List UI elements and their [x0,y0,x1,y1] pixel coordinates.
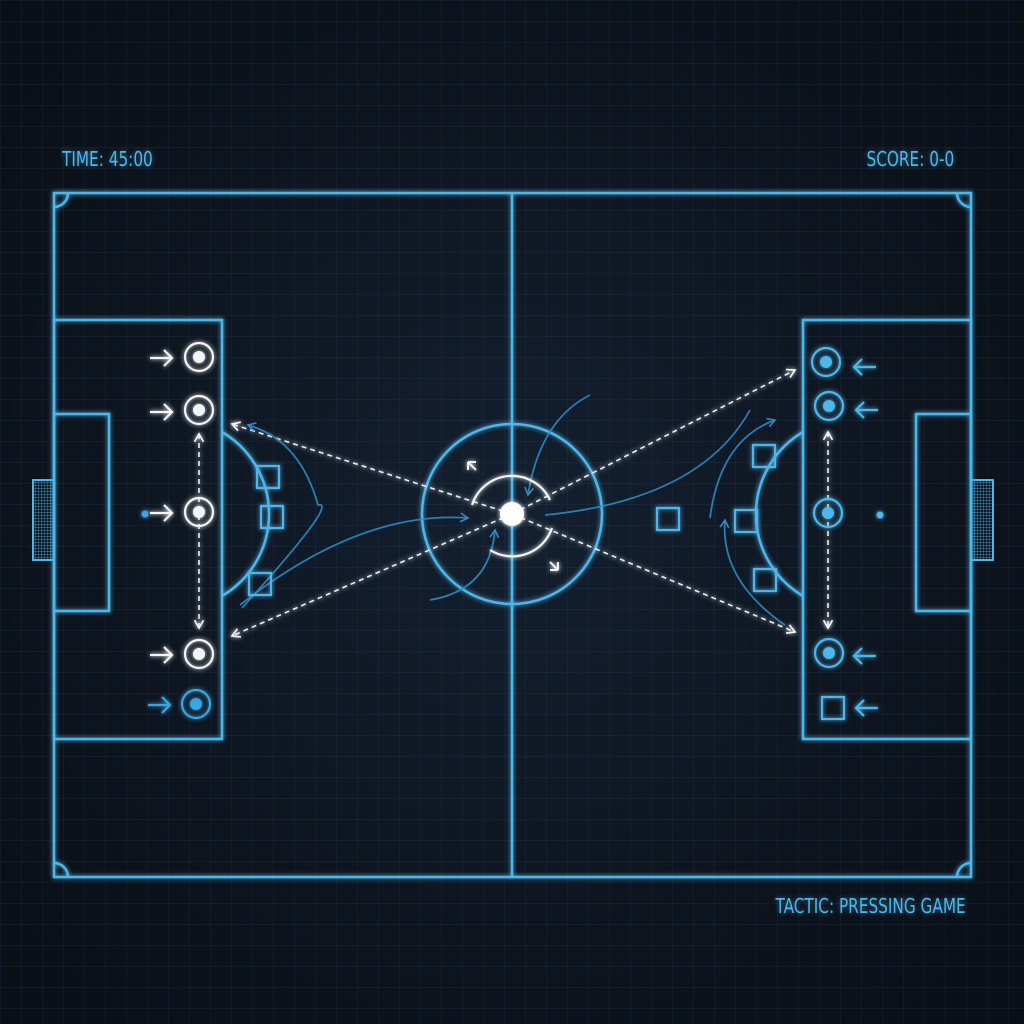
player-marker-icon [180,688,212,720]
player-marker-icon [810,346,842,378]
pitch-lines [52,191,973,879]
movement-curves [239,394,786,626]
ball-icon [500,502,524,526]
time-readout: TIME: 45:00 [62,147,153,171]
arrow-icon [852,358,878,717]
left-goal-net-icon [32,479,55,561]
right-goal-net-icon [970,479,994,561]
arrow-icon [148,696,172,714]
right-team [810,346,884,721]
opponent-squares [247,443,778,597]
pass-lines [193,368,834,638]
arrow-icon [150,349,174,664]
left-team [141,341,215,720]
tactic-label: TACTIC: PRESSING GAME [775,894,966,918]
score-readout: SCORE: 0-0 [866,147,954,171]
player-marker-icon [183,341,215,670]
opponent-square-icon [820,695,846,721]
center-play [467,461,559,571]
